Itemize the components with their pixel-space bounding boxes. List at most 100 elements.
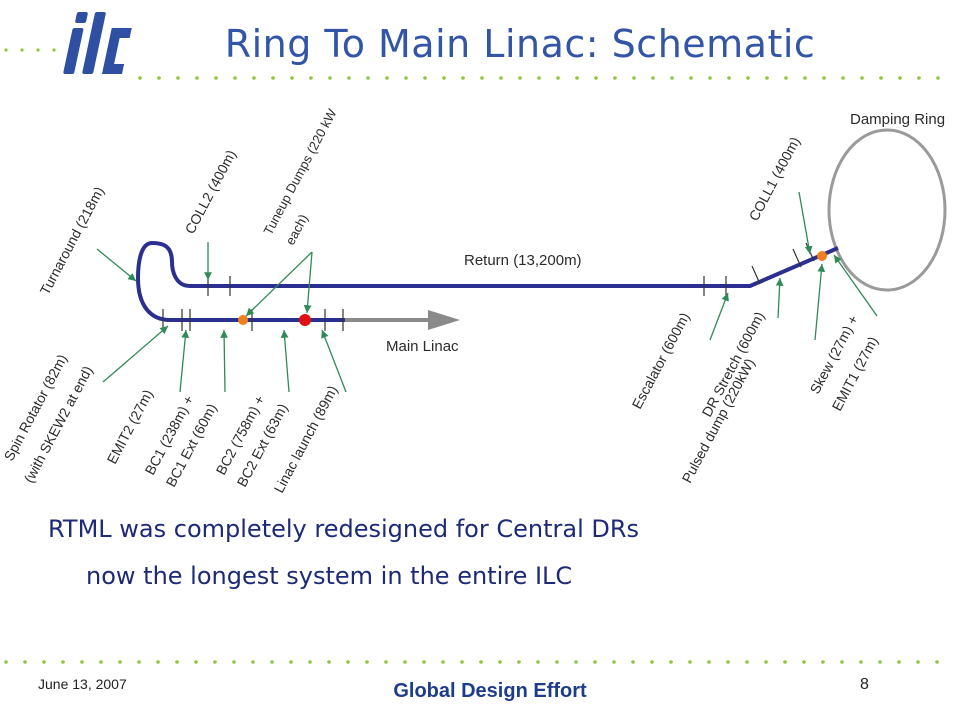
dump-orange-ring <box>817 251 827 261</box>
divider-dot <box>726 660 730 664</box>
emit2-label: EMIT2 (27m) <box>104 387 156 467</box>
divider-dot <box>879 76 883 80</box>
divider-dot <box>480 76 484 80</box>
divider-dot <box>252 76 256 80</box>
divider-dot <box>574 660 578 664</box>
divider-dot <box>821 660 825 664</box>
divider-dot <box>670 76 674 80</box>
main-linac-line <box>345 318 430 322</box>
divider-dot <box>916 660 920 664</box>
divider-dot <box>746 76 750 80</box>
divider-dot <box>4 660 8 664</box>
divider-dot <box>651 76 655 80</box>
page-number: 8 <box>860 676 869 693</box>
ilc-logo <box>63 12 132 74</box>
divider-dot <box>822 76 826 80</box>
divider-dot <box>878 660 882 664</box>
divider-dot <box>708 76 712 80</box>
divider-dot <box>594 76 598 80</box>
divider-dot <box>936 76 940 80</box>
divider-dot <box>346 660 350 664</box>
footer-date: June 13, 2007 <box>38 676 127 692</box>
coll2-label: COLL2 (400m) <box>182 147 240 236</box>
body-text-line-2: now the longest system in the entire ILC <box>86 562 573 590</box>
divider-dot <box>403 660 407 664</box>
divider-dot <box>612 660 616 664</box>
divider-dot <box>859 660 863 664</box>
divider-dot <box>556 76 560 80</box>
divider-dot <box>688 660 692 664</box>
divider-dot <box>689 76 693 80</box>
top-left-dotted-divider <box>4 48 56 52</box>
divider-dot <box>764 660 768 664</box>
divider-dot <box>404 76 408 80</box>
divider-dot <box>156 660 160 664</box>
divider-dot <box>536 660 540 664</box>
divider-dot <box>460 660 464 664</box>
divider-dot <box>23 660 27 664</box>
dump-orange-bc1 <box>238 315 248 325</box>
divider-dot <box>213 660 217 664</box>
divider-dot <box>707 660 711 664</box>
divider-dot <box>366 76 370 80</box>
turnaround-label: Turnaround (218m) <box>37 184 108 298</box>
divider-dot <box>498 660 502 664</box>
divider-dot <box>669 660 673 664</box>
divider-dot <box>365 660 369 664</box>
pointer-arrows <box>96 191 878 393</box>
divider-dot <box>80 660 84 664</box>
divider-dot <box>745 660 749 664</box>
divider-dot <box>423 76 427 80</box>
section-ticks <box>162 242 815 331</box>
divider-dot <box>841 76 845 80</box>
top-dotted-divider <box>138 76 940 80</box>
return-label: Return (13,200m) <box>464 252 582 269</box>
divider-dot <box>289 660 293 664</box>
divider-dot <box>555 660 559 664</box>
divider-dot <box>194 660 198 664</box>
divider-dot <box>42 660 46 664</box>
divider-dot <box>461 76 465 80</box>
divider-dot <box>935 660 939 664</box>
divider-dot <box>99 660 103 664</box>
divider-dot <box>422 660 426 664</box>
coll1-label: COLL1 (400m) <box>746 134 804 223</box>
divider-dot <box>593 660 597 664</box>
divider-dot <box>271 76 275 80</box>
divider-dot <box>232 660 236 664</box>
divider-dot <box>233 76 237 80</box>
divider-dot <box>917 76 921 80</box>
divider-dot <box>441 660 445 664</box>
divider-dot <box>632 76 636 80</box>
divider-dot <box>613 76 617 80</box>
divider-dot <box>176 76 180 80</box>
damping-ring-shape <box>827 128 947 292</box>
divider-dot <box>442 76 446 80</box>
divider-dot <box>308 660 312 664</box>
divider-dot <box>138 76 142 80</box>
escalator-label: Escalator (600m) <box>629 310 693 412</box>
divider-dot <box>517 660 521 664</box>
divider-dot <box>650 660 654 664</box>
divider-dot <box>270 660 274 664</box>
divider-dot <box>537 76 541 80</box>
divider-dot <box>803 76 807 80</box>
divider-dot <box>727 76 731 80</box>
damping-ring-label: Damping Ring <box>850 111 945 128</box>
divider-dot <box>518 76 522 80</box>
rtml-schematic: Damping Ring Main Linac Return (13,200m) <box>1 106 947 495</box>
divider-dot <box>802 660 806 664</box>
return-beamline <box>135 240 839 322</box>
divider-dot <box>137 660 141 664</box>
divider-dot <box>157 76 161 80</box>
divider-dot <box>499 76 503 80</box>
divider-dot <box>631 660 635 664</box>
divider-dot <box>898 76 902 80</box>
divider-dot <box>575 76 579 80</box>
divider-dot <box>290 76 294 80</box>
body-text-line-1: RTML was completely redesigned for Centr… <box>48 515 640 543</box>
divider-dot <box>251 660 255 664</box>
bottom-dotted-divider <box>4 660 939 664</box>
divider-dot <box>897 660 901 664</box>
divider-dot <box>783 660 787 664</box>
